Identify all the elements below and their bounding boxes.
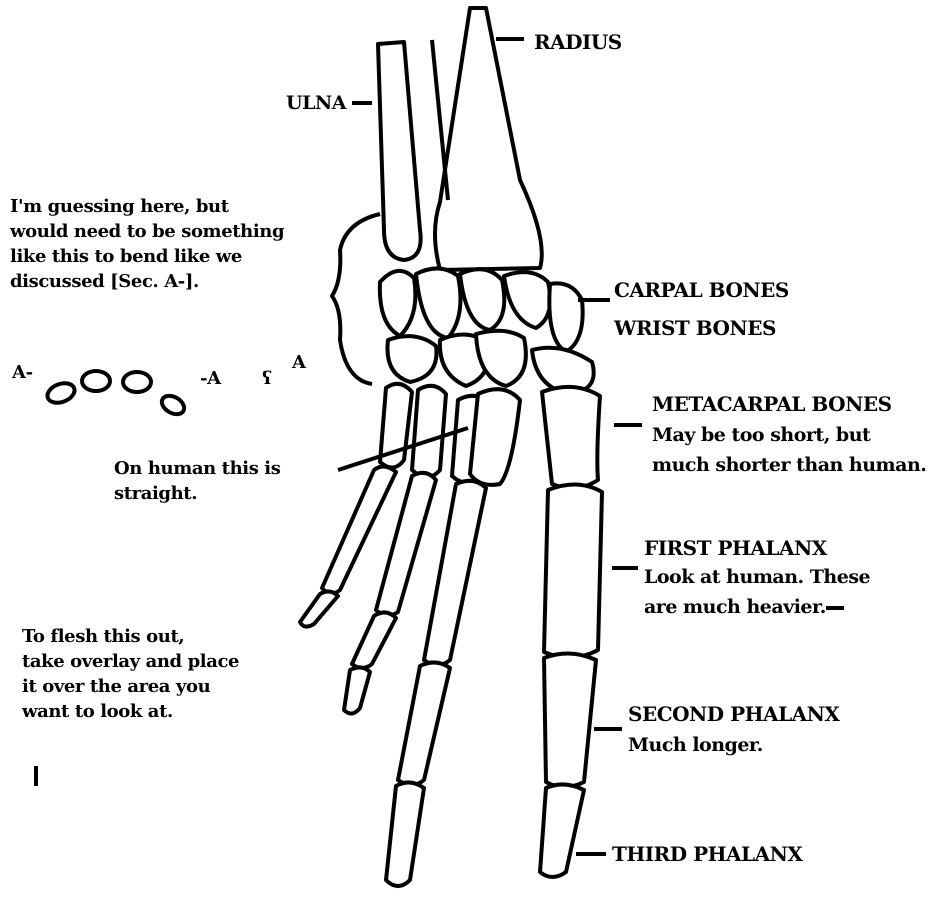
second-phalanx-1 xyxy=(300,591,338,626)
first-phalanx-label: FIRST PHALANX xyxy=(644,538,827,558)
flesh-note-line: it over the area you xyxy=(22,674,239,699)
third-phalanx-label: THIRD PHALANX xyxy=(612,844,802,864)
carpal-bone-5 xyxy=(549,283,582,352)
guess-note-line: I'm guessing here, but xyxy=(10,194,284,219)
section-oval-2 xyxy=(82,371,110,391)
metacarpal-2 xyxy=(412,386,446,477)
metacarpal-5 xyxy=(542,387,600,488)
carpal-tick xyxy=(578,298,610,302)
carpal-bone-1 xyxy=(380,271,416,336)
guess-note-line: like this to bend like we xyxy=(10,244,284,269)
guess-note-line: would need to be something xyxy=(10,219,284,244)
carpal-bones-label: CARPAL BONES xyxy=(614,280,789,300)
second-phalanx-3 xyxy=(398,662,450,785)
guess-note-line: discussed [Sec. A-]. xyxy=(10,269,284,294)
third-phalanx-5 xyxy=(540,784,584,877)
ulna-label: ULNA xyxy=(286,94,346,113)
section-oval-4 xyxy=(159,392,188,418)
first-phalanx-note-1: Look at human. These xyxy=(644,568,870,587)
ulna-tick xyxy=(352,101,372,105)
flesh-note-line: To flesh this out, xyxy=(22,624,239,649)
carpal-bone-8 xyxy=(476,331,526,386)
carpal-bone-2 xyxy=(416,268,460,338)
second-phalanx-tick xyxy=(594,727,622,731)
metacarpal-bones-label: METACARPAL BONES xyxy=(652,394,892,414)
second-phalanx-note: Much longer. xyxy=(628,736,763,755)
heavier-tick xyxy=(826,606,844,610)
straight-note-line: straight. xyxy=(114,481,280,506)
metacarpal-4 xyxy=(470,389,520,485)
section-oval-1 xyxy=(45,380,77,406)
second-phalanx-label: SECOND PHALANX xyxy=(628,704,839,724)
first-phalanx-5 xyxy=(544,484,602,657)
second-phalanx-2 xyxy=(352,612,396,668)
radius-bone xyxy=(435,8,542,270)
metacarpal-note-2: much shorter than human. xyxy=(652,456,926,475)
section-mark-label: A xyxy=(292,352,306,373)
radius-label: RADIUS xyxy=(534,32,622,52)
flesh-note: To flesh this out, take overlay and plac… xyxy=(22,624,239,724)
third-phalanx-3 xyxy=(386,782,424,886)
second-phalanx-5 xyxy=(544,653,596,787)
first-phalanx-3 xyxy=(424,481,486,665)
guess-note: I'm guessing here, but would need to be … xyxy=(10,194,284,294)
section-mark-symbol: ʕ xyxy=(262,368,272,389)
guess-bracket xyxy=(332,214,380,384)
ulna-bone xyxy=(378,42,421,260)
metacarpal-tick xyxy=(614,423,642,427)
carpal-bone-3 xyxy=(460,269,504,330)
third-phalanx-tick xyxy=(576,852,606,856)
radius-tick xyxy=(496,37,524,41)
carpal-bone-4 xyxy=(504,272,550,328)
first-phalanx-note-2: are much heavier. xyxy=(644,598,826,617)
section-right-label: -A xyxy=(200,368,221,389)
metacarpal-note-1: May be too short, but xyxy=(652,426,870,445)
wrist-bones-label: WRIST BONES xyxy=(614,318,776,338)
straight-note-line: On human this is xyxy=(114,456,280,481)
third-phalanx-2 xyxy=(344,667,370,713)
section-left-label: A- xyxy=(12,362,33,383)
flesh-note-line: take overlay and place xyxy=(22,649,239,674)
first-phalanx-tick xyxy=(612,566,638,570)
ulna-inner-line xyxy=(432,40,448,200)
section-oval-3 xyxy=(123,372,151,392)
straight-note: On human this is straight. xyxy=(114,456,280,506)
flesh-note-line: want to look at. xyxy=(22,699,239,724)
carpal-bone-6 xyxy=(387,336,436,382)
